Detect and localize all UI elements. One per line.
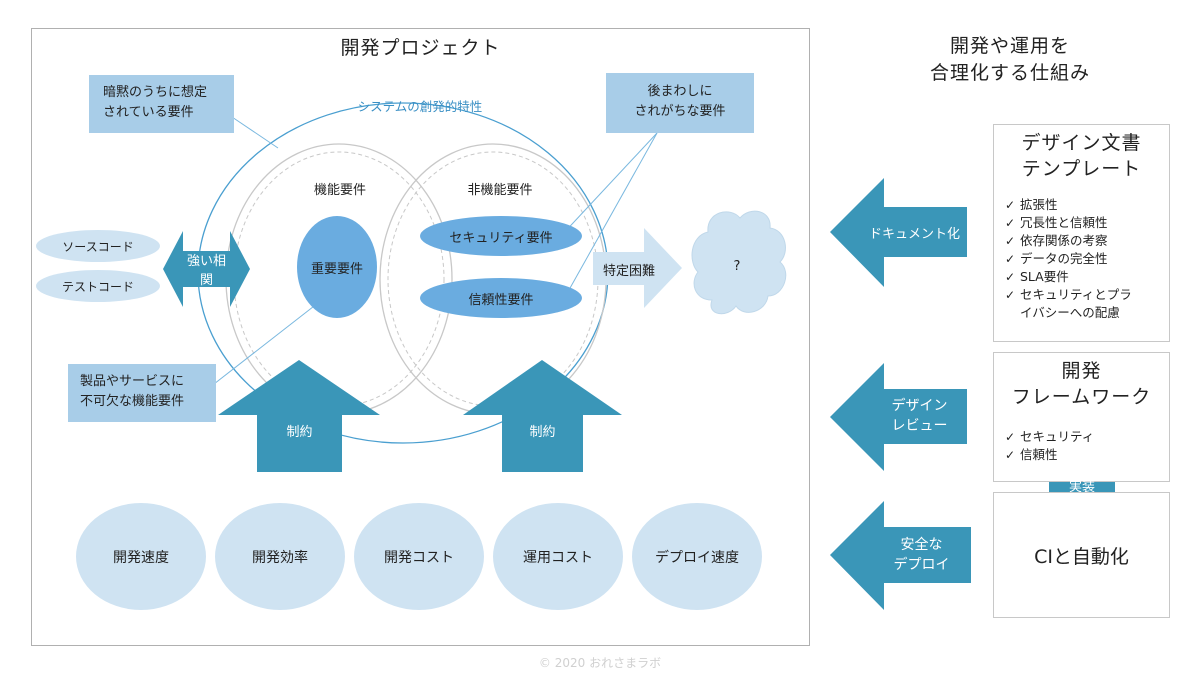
callout-line-postponed-2 [559,132,658,238]
dev-framework-title-line1: 開発 [1061,360,1102,382]
dev-framework-item: セキュリティ [1004,428,1169,446]
metric-ops-cost: 運用コスト [493,503,623,610]
metric-dev-cost: 開発コスト [354,503,484,610]
design-doc-item: セキュリティとプラ [1004,286,1169,304]
design-doc-title: デザイン文書 テンプレート [994,130,1169,182]
hard-to-specify-arrow [593,228,682,308]
strong-correlation-label: 強い相関 [186,254,226,288]
design-doc-item-continued: イバシーへの配慮 [1020,305,1120,320]
system-emergent-label: システムの創発的特性 [357,99,483,114]
design-doc-item: 依存関係の考察 [1004,232,1169,250]
documentation-arrow [830,178,967,287]
security-requirements: セキュリティ要件 [420,216,582,256]
design-doc-item: SLA要件 [1004,268,1169,286]
design-review-line1: デザイン [891,398,948,414]
callout-postponed-line1: 後まわしに [647,84,713,99]
source-code: ソースコード [36,230,160,262]
unknown-label: ? [733,258,741,274]
callout-postponed-requirements: 後まわしに されがちな要件 [606,73,754,133]
design-doc-checklist: 拡張性 冗長性と信頼性 依存関係の考察 データの完全性 SLA要件 セキュリティ… [1004,196,1169,304]
safe-deploy-arrow [830,501,971,610]
project-title: 開発プロジェクト [340,37,501,59]
callout-essential-line2: 不可欠な機能要件 [80,394,185,409]
metric-deploy-speed: デプロイ速度 [632,503,762,610]
dev-framework-title: 開発 フレームワーク [994,358,1169,410]
safe-deploy-line2: デプロイ [893,557,950,573]
design-review-label: デザイン レビュー [872,393,967,439]
callout-implicit-line2: されている要件 [103,105,194,120]
project-frame [31,28,810,646]
mechanisms-heading-line1: 開発や運用を [949,35,1070,57]
design-doc-item: データの完全性 [1004,250,1169,268]
important-requirements: 重要要件 [297,216,377,318]
dev-framework-title-line2: フレームワーク [1011,386,1152,408]
callout-essential-requirements: 製品やサービスに 不可欠な機能要件 [68,364,216,422]
callout-essential-line1: 製品やサービスに [80,374,185,389]
constraint-label-left: 制約 [286,424,313,440]
callout-postponed-line2: されがちな要件 [634,104,726,119]
callout-line-implicit [231,116,279,149]
constraint-arrow-right [463,360,622,472]
safe-deploy-label: 安全な デプロイ [872,532,971,578]
callout-implicit-line1: 暗黙のうちに想定 [103,85,208,100]
design-doc-title-line2: テンプレート [1021,158,1142,180]
design-review-arrow [830,363,967,471]
test-code: テストコード [36,270,160,302]
metric-dev-speed: 開発速度 [76,503,206,610]
safe-deploy-line1: 安全な [900,537,943,553]
callout-implicit-requirements: 暗黙のうちに想定 されている要件 [89,75,234,133]
design-review-line2: レビュー [891,418,948,434]
reliability-requirements: 信頼性要件 [420,278,582,318]
hard-to-specify-label: 特定困難 [602,263,655,279]
mechanisms-heading-line2: 合理化する仕組み [929,62,1090,84]
unknown-cloud [691,210,787,315]
callout-line-postponed-1 [564,132,658,298]
design-doc-item: 冗長性と信頼性 [1004,214,1169,232]
constraint-arrow-left [218,360,380,472]
dev-framework-item: 信頼性 [1004,446,1169,464]
dev-framework-checklist: セキュリティ 信頼性 [1004,428,1169,464]
design-doc-item: 拡張性 [1004,196,1169,214]
documentation-label: ドキュメント化 [868,226,960,242]
callout-line-essential [213,302,319,385]
design-doc-title-line1: デザイン文書 [1021,132,1142,154]
implement-label: 実装 [1068,479,1095,495]
strong-correlation-arrow [163,231,250,307]
constraint-label-right: 制約 [529,424,556,440]
functional-requirements-label: 機能要件 [313,183,366,198]
design-doc-template-box: デザイン文書 テンプレート 拡張性 冗長性と信頼性 依存関係の考察 データの完全… [993,124,1170,342]
metric-dev-efficiency: 開発効率 [215,503,345,610]
copyright: © 2020 おれさまラボ [538,656,662,670]
ci-automation-box: CIと自動化 [993,492,1170,618]
nonfunctional-requirements-label: 非機能要件 [467,183,533,198]
mechanisms-heading: 開発や運用を 合理化する仕組み [900,33,1120,87]
dev-framework-box: 開発 フレームワーク セキュリティ 信頼性 [993,352,1170,482]
